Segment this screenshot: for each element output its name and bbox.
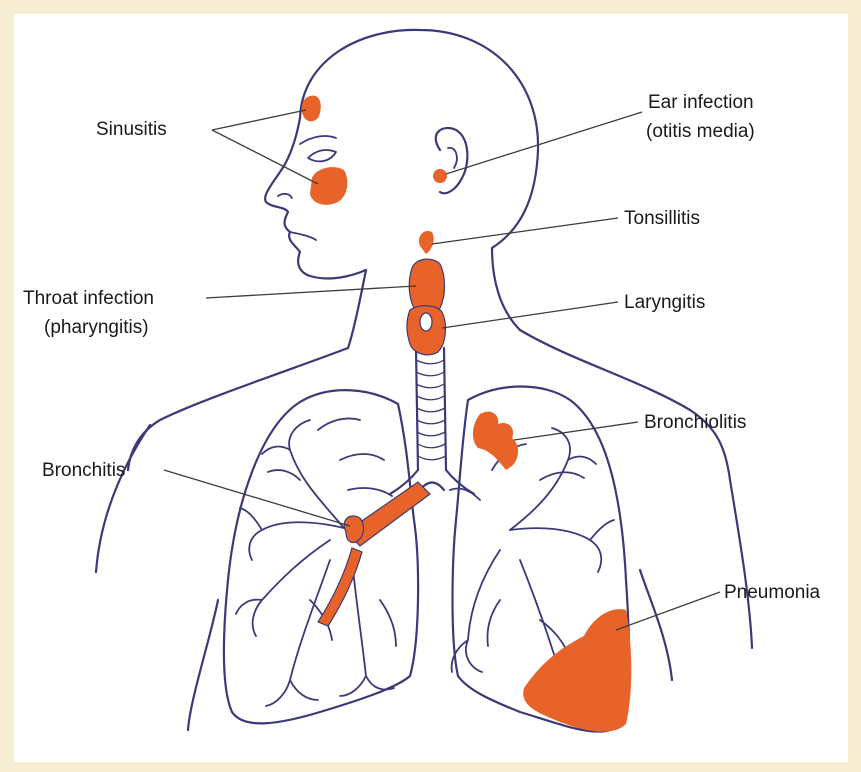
label-bronchitis: Bronchitis [42,460,125,481]
label-bronchiolitis: Bronchiolitis [644,412,746,433]
left-torso [188,600,218,730]
label-tonsillitis: Tonsillitis [624,208,700,229]
sinus-frontal-patch [302,96,321,122]
label-ear-infection-line2: (otitis media) [646,121,755,142]
pointer-lines [164,110,720,630]
throat-infection-pointer [206,286,416,298]
left-arm-line [96,425,150,572]
bronchitis-pointer [164,470,350,526]
laryngitis-pointer [442,302,618,328]
trachea-rings [416,360,446,460]
trachea [390,348,474,494]
carina [390,470,474,494]
label-pneumonia: Pneumonia [724,582,821,603]
label-throat-infection-line1: Throat infection [23,288,154,309]
sinusitis-pointer-frontal [212,110,306,130]
ear-infection-pointer [446,112,642,174]
larynx-opening [420,313,432,331]
right-shoulder [520,330,730,480]
right-arm-line [730,480,752,648]
pneumonia-pointer [616,592,720,630]
ear-inner [448,148,457,168]
right-torso [640,570,672,680]
ear-infection-patch [433,169,447,183]
pneumonia-patch [523,609,631,732]
left-bronchial-tree [236,418,396,706]
head-outline [300,30,538,248]
bronchitis-bronchus-patch [344,516,363,543]
label-ear-infection-line1: Ear infection [648,92,754,113]
eye [308,150,336,161]
left-shoulder [128,348,348,470]
tonsillitis-pointer [432,218,618,244]
sinus-maxillary-patch [310,167,347,205]
sinusitis-pointer-maxillary [212,130,318,184]
label-laryngitis: Laryngitis [624,292,705,313]
label-sinusitis: Sinusitis [96,119,167,140]
bronchiolitis-patch [473,412,518,470]
neck-front [348,270,366,348]
bronchiolitis-pointer [514,422,638,440]
left-lung-outline [224,390,418,723]
lips [290,232,316,240]
eyebrow [300,136,336,144]
nostril [278,194,292,198]
label-throat-infection-line2: (pharyngitis) [44,317,149,338]
ear [436,128,468,193]
tonsil-patch [419,231,434,254]
